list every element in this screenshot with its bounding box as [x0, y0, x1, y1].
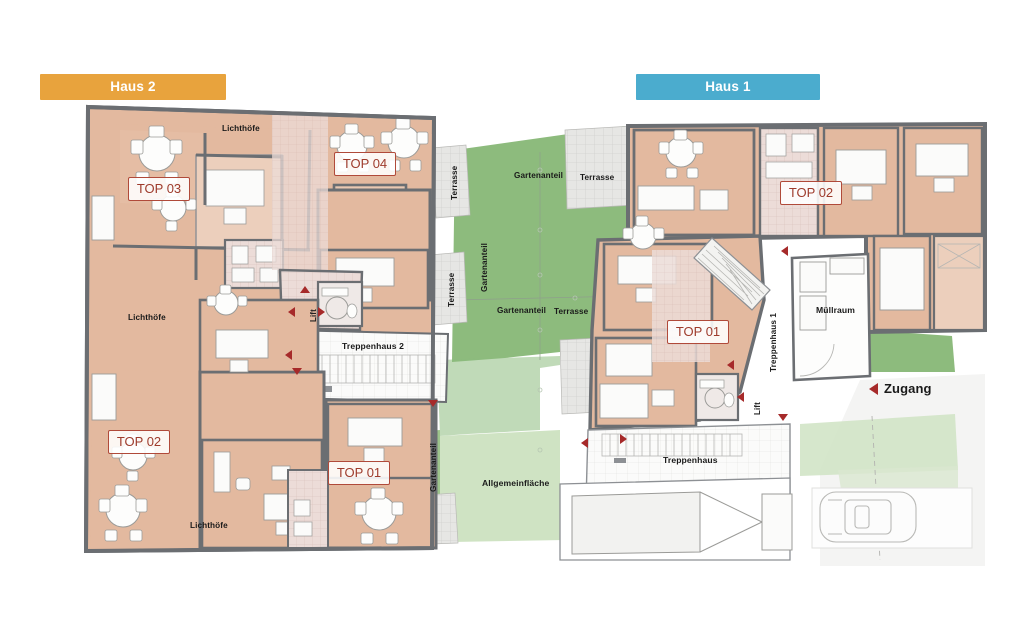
furniture-dining-table-7: [206, 284, 248, 316]
label-treppenhaus-bottom: Treppenhaus: [663, 455, 718, 465]
label-gartenanteil-top: Gartenanteil: [514, 171, 563, 180]
unit-top03: [115, 124, 310, 250]
treppenhaus-1-stairs: [693, 237, 771, 311]
arrow-left-treppenhaus2: [285, 350, 292, 360]
banner-haus-1: Haus 1: [636, 74, 820, 100]
arrow-zugang: [869, 383, 878, 395]
car-outline: [811, 487, 973, 549]
label-lichthoefe-mid: Lichthöfe: [128, 313, 166, 322]
arrow-left-haus1-top: [781, 246, 788, 256]
arrow-right-lift-left: [318, 307, 325, 317]
label-terrasse-mid: Terrasse: [554, 307, 589, 316]
label-lift-right: Lift: [753, 402, 762, 415]
furniture-dining-table-8: [354, 487, 404, 545]
label-gartenanteil-mid: Gartenanteil: [497, 306, 546, 315]
unit-top01-left: [287, 398, 438, 550]
label-treppenhaus-2: Treppenhaus 2: [342, 341, 404, 351]
furniture-dining-table-6: [98, 484, 148, 542]
unit-badge-top04-left[interactable]: TOP 04: [334, 152, 396, 176]
banner-haus-2: Haus 2: [40, 74, 226, 100]
arrow-down-haus1: [778, 414, 788, 421]
label-muellraum: Müllraum: [816, 305, 855, 315]
arrow-left-lift-left: [288, 307, 295, 317]
label-terrasse-left-1: Terrasse: [450, 165, 459, 200]
label-terrasse-left-2: Terrasse: [447, 272, 456, 307]
direction-arrows: [285, 246, 878, 448]
unit-badge-top01-left[interactable]: TOP 01: [328, 461, 390, 485]
arrow-left-treppenhaus: [581, 438, 588, 448]
arrow-down-haus2-exit: [428, 400, 438, 407]
arrow-left-treppenhaus1: [727, 360, 734, 370]
haus1-north-rooms: [632, 126, 986, 332]
arrow-left-lift-right: [737, 392, 744, 402]
driveway: [559, 477, 793, 561]
arrow-up-lift-left: [300, 286, 310, 293]
label-lichthoefe-top: Lichthöfe: [222, 124, 260, 133]
unit-top02-left: [90, 195, 198, 550]
furniture-dining-table-10: [622, 215, 665, 250]
label-lift-left: Lift: [309, 309, 318, 322]
label-gartenanteil-low: Gartenanteil: [429, 443, 438, 492]
label-treppenhaus-1: Treppenhaus 1: [769, 312, 778, 372]
furniture-dining-table-9: [658, 129, 704, 179]
unit-badge-top02-right[interactable]: TOP 02: [780, 181, 842, 205]
arrow-right-treppenhaus: [620, 434, 627, 444]
unit-badge-top01-right[interactable]: TOP 01: [667, 320, 729, 344]
label-lichthoefe-bottom: Lichthöfe: [190, 521, 228, 530]
arrow-down-treppenhaus2: [292, 368, 302, 375]
label-terrasse-top: Terrasse: [580, 173, 615, 182]
unit-badge-top03-left[interactable]: TOP 03: [128, 177, 190, 201]
haus1-building: [559, 121, 987, 561]
haus2-building: [83, 104, 450, 554]
label-zugang: Zugang: [884, 381, 932, 396]
label-gartenanteil-vertical: Gartenanteil: [480, 243, 489, 292]
muellraum-room: [790, 252, 872, 382]
label-allgemeinflaeche: Allgemeinfläche: [482, 478, 550, 488]
unit-badge-top02-left[interactable]: TOP 02: [108, 430, 170, 454]
